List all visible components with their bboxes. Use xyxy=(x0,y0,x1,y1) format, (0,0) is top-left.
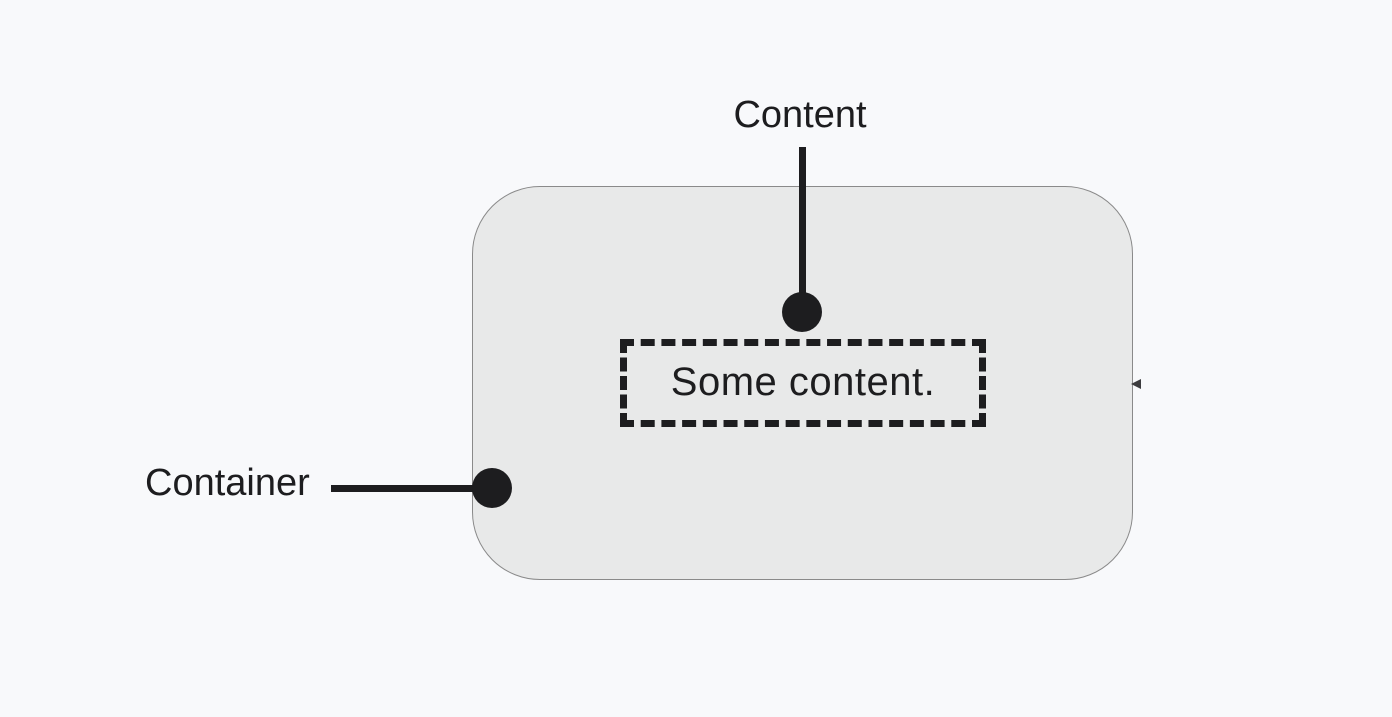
edge-tick-marker xyxy=(1131,379,1141,389)
content-text: Some content. xyxy=(670,360,936,404)
container-connector-dot xyxy=(472,468,512,508)
container-connector-line xyxy=(331,485,492,492)
content-connector-dot xyxy=(782,292,822,332)
content-label: Content xyxy=(733,94,867,136)
container-label: Container xyxy=(145,462,310,504)
content-dashed-box: Some content. xyxy=(620,339,986,427)
content-connector-line xyxy=(799,147,806,315)
